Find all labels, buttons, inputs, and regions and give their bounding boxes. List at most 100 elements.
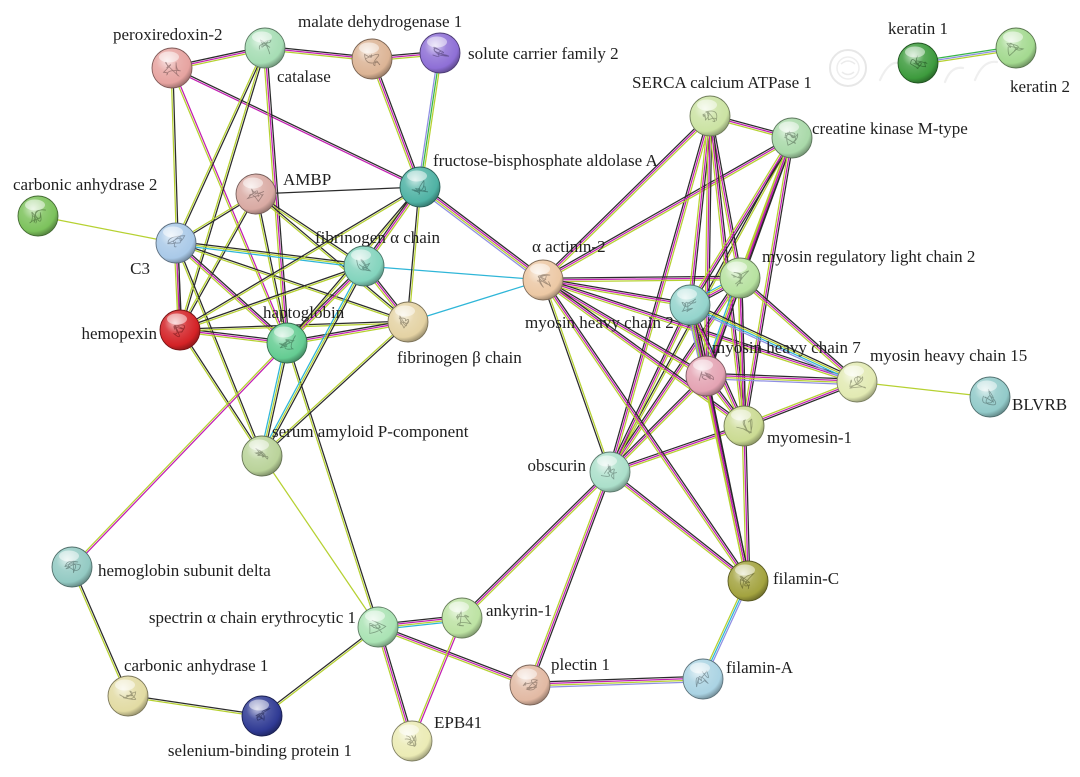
interaction-line [369,59,419,188]
interaction-line [262,627,379,718]
interaction-line [180,48,267,331]
interaction-line [529,677,703,685]
protein-node [351,38,393,80]
interaction-line [460,470,610,618]
protein-structure-icon [698,371,715,381]
interaction-edge [541,135,794,283]
interaction-line [542,115,711,281]
interaction-line [175,242,365,267]
interaction-line [266,47,290,343]
interaction-line [178,193,256,330]
protein-node [17,195,59,237]
interaction-line [689,137,793,306]
interaction-line [176,48,267,244]
interaction-line [363,265,544,281]
interaction-line [540,280,748,583]
protein-label: filamin-A [726,658,794,677]
interaction-line [691,116,713,306]
protein-structure-icon [600,464,618,480]
sphere-highlight [351,249,371,261]
interaction-edge [260,320,410,458]
protein-label: C3 [130,259,150,278]
interaction-line [529,675,703,683]
interaction-edge [738,276,859,384]
protein-label: spectrin α chain erythrocytic 1 [149,608,356,627]
sphere-highlight [597,455,617,467]
interaction-line [179,264,364,330]
protein-label: ankyrin-1 [486,601,552,620]
protein-structure-icon [849,375,866,389]
node-layer [17,27,1037,762]
interaction-line [377,626,531,686]
protein-structure-icon [29,209,46,224]
interaction-line [543,116,712,282]
interaction-line [72,343,289,569]
protein-label: myosin heavy chain 2 [525,313,674,332]
interaction-line [127,696,262,718]
protein-structure-icon [736,418,753,434]
interaction-line [408,187,422,323]
interaction-edge [285,342,380,628]
sphere-highlight [779,121,799,133]
protein-label: AMBP [283,170,331,189]
interaction-line [705,376,857,384]
protein-structure-icon [731,270,750,288]
interaction-line [689,305,857,384]
sphere-highlight [677,288,697,300]
interaction-line [541,280,610,473]
interaction-edge [607,276,743,474]
protein-node [685,355,727,397]
protein-label: malate dehydrogenase 1 [298,12,462,31]
interaction-line [259,264,363,456]
protein-structure-icon [63,560,81,574]
interaction-line [419,187,543,282]
interaction-line [410,617,462,741]
interaction-line [856,381,991,398]
interaction-line [421,53,443,188]
protein-structure-icon [982,389,997,406]
interaction-line [607,115,709,472]
protein-label: fibrinogen α chain [315,228,441,247]
interaction-edge [254,193,289,344]
protein-node [51,546,93,588]
interaction-line [543,139,794,283]
interaction-line [703,376,747,582]
interaction-line [128,694,263,716]
protein-structure-icon [536,274,552,288]
interaction-edge [407,279,544,323]
interaction-edge [179,264,365,332]
protein-label: filamin-C [773,569,839,588]
interaction-edge [70,341,289,569]
sphere-highlight [905,46,925,58]
interaction-line [285,343,378,628]
interaction-edge [261,625,379,718]
interaction-edge [170,67,289,344]
interaction-edge [363,265,544,281]
interaction-line [610,470,750,581]
protein-node [343,245,385,287]
interaction-edge [175,241,409,324]
interaction-line [608,472,748,583]
interaction-edge [178,329,264,457]
interaction-line [543,277,691,304]
interaction-line [261,455,379,628]
interaction-line [373,58,423,187]
protein-node [391,720,433,762]
sphere-highlight [517,668,537,680]
interaction-line [543,277,708,375]
sphere-highlight [1003,31,1023,43]
interaction-line [176,240,365,265]
interaction-line [254,194,287,344]
protein-structure-icon [119,690,137,700]
protein-label: selenium-binding protein 1 [168,741,352,760]
protein-label: fructose-bisphosphate aldolase A [433,151,658,170]
sphere-highlight [167,313,187,325]
interaction-line [180,194,258,331]
interaction-edge [856,381,991,398]
interaction-edge [609,423,745,475]
protein-node [897,42,939,84]
protein-node [387,301,429,343]
protein-structure-icon [172,324,185,338]
interaction-line [688,306,857,386]
